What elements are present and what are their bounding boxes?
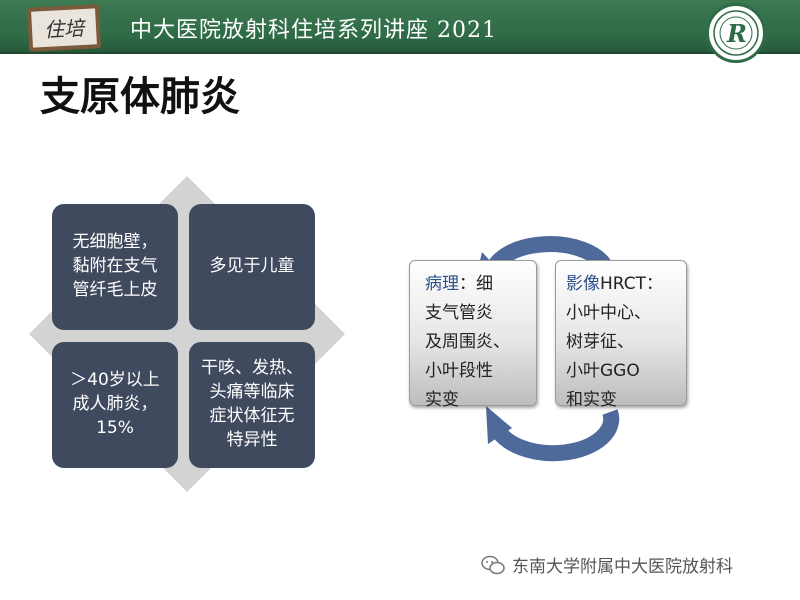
hospital-logo: R — [706, 3, 766, 63]
bottom-arrowhead-icon — [486, 406, 512, 444]
svg-text:R: R — [726, 19, 747, 48]
page-title: 支原体肺炎 — [40, 74, 240, 120]
pathology-keyword: 病理 — [425, 274, 459, 294]
banner-title: 中大医院放射科住培系列讲座 2021 — [130, 18, 497, 43]
svg-text:住培: 住培 — [43, 16, 87, 42]
bottom-cycle-arrow — [488, 409, 620, 462]
imaging-panel — [555, 260, 687, 406]
imaging-keyword: 影像 — [566, 274, 600, 294]
quadrant-adult-pneumonia: ＞40岁以上 成人肺炎， 15% — [52, 342, 178, 468]
quadrant-nonspecific-symptoms: 干咳、发热、 头痛等临床 症状体征无 特异性 — [189, 342, 315, 468]
badge-chalkboard: 住培 — [26, 4, 102, 52]
pathology-text: 病理：细 支气管炎 及周围炎、 小叶段性 实变 — [425, 270, 510, 415]
quadrant-no-cell-wall: 无细胞壁， 黏附在支气 管纤毛上皮 — [52, 204, 178, 330]
header-banner — [0, 0, 800, 54]
pathology-description: ：细 支气管炎 及周围炎、 小叶段性 实变 — [425, 274, 510, 410]
imaging-description: HRCT： 小叶中心、 树芽征、 小叶GGO 和实变 — [566, 274, 664, 410]
imaging-text: 影像HRCT： 小叶中心、 树芽征、 小叶GGO 和实变 — [566, 270, 663, 415]
chalk-lettering-icon: 住培 — [43, 16, 87, 42]
footer-watermark: 东南大学附属中大医院放射科 — [480, 552, 733, 577]
wechat-icon — [481, 555, 505, 574]
footer-text: 东南大学附属中大医院放射科 — [512, 557, 733, 577]
hospital-logo-icon: R — [713, 10, 759, 56]
quadrant-common-in-children: 多见于儿童 — [189, 204, 315, 330]
pathology-panel — [409, 260, 537, 406]
